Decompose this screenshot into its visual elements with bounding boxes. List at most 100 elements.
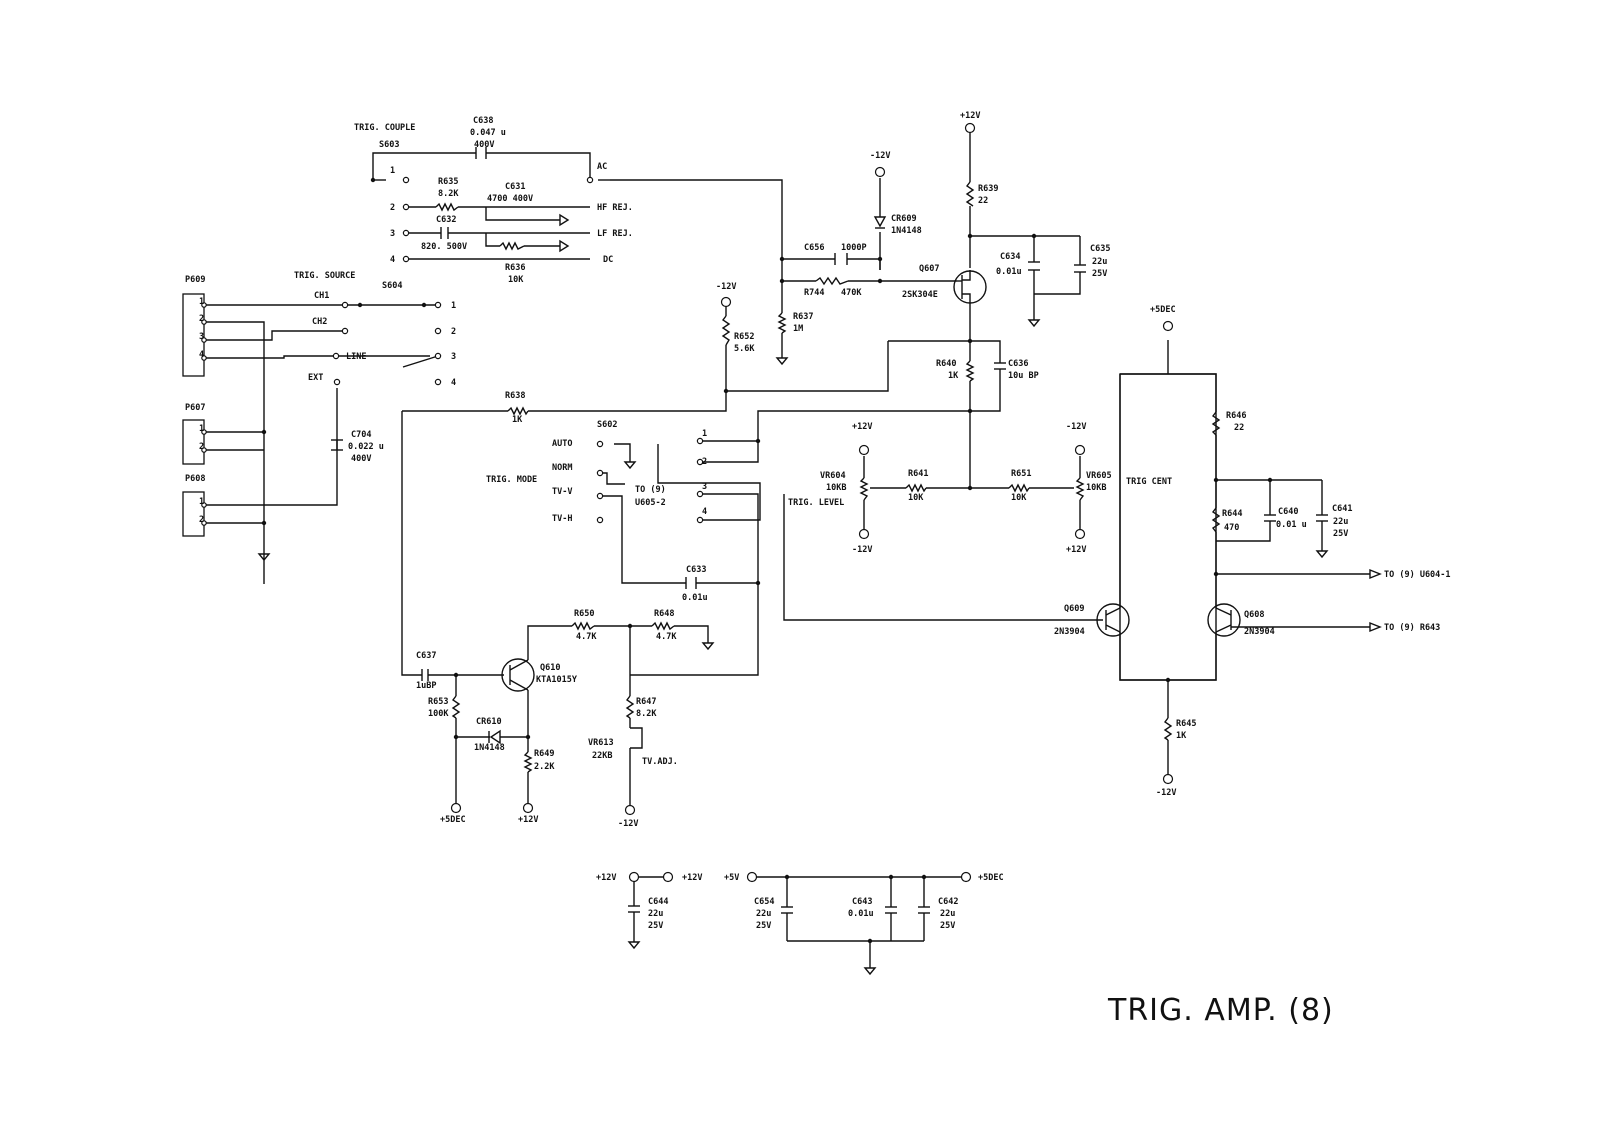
label-s604: S604 xyxy=(382,281,402,291)
label-r649: R649 xyxy=(534,749,554,759)
resistor-r637 xyxy=(777,312,787,334)
label-r646: R646 xyxy=(1226,411,1246,421)
label-r638-val: 1K xyxy=(512,415,523,425)
label-q610: Q610 xyxy=(540,663,560,673)
label-vr605-supply-top: -12V xyxy=(1066,422,1086,432)
label-r640-val: 1K xyxy=(948,371,959,381)
label-q607-val: 2SK304E xyxy=(902,290,938,300)
label-c640: C640 xyxy=(1278,507,1298,517)
label-to-r643: TO (9) R643 xyxy=(1384,623,1440,633)
label-r744-val: 470K xyxy=(841,288,862,298)
label-ch2: CH2 xyxy=(312,317,327,327)
p608-pin2: 2 xyxy=(199,515,204,525)
label-s604-pos1: 1 xyxy=(451,301,456,311)
resistor-r644 xyxy=(1211,507,1221,533)
label-r638: R638 xyxy=(505,391,525,401)
label-c656: C656 xyxy=(804,243,824,253)
label-c634-val: 0.01u xyxy=(996,267,1022,277)
label-q609: Q609 xyxy=(1064,604,1084,614)
label-c641: C641 xyxy=(1332,504,1352,514)
p609-pin3: 3 xyxy=(199,332,204,342)
label-p608: P608 xyxy=(185,474,205,484)
resistor-r653 xyxy=(451,695,461,719)
pot-vr613 xyxy=(630,727,643,749)
label-r644: R644 xyxy=(1222,509,1242,519)
labels: TRIG. COUPLE S603 C638 0.047 u 400V AC 1… xyxy=(185,111,1451,931)
label-c643-val: 0.01u xyxy=(848,909,874,919)
label-r648-val: 4.7K xyxy=(656,632,677,642)
label-r646-val: 22 xyxy=(1234,423,1244,433)
label-r652-val: 5.6K xyxy=(734,344,755,354)
label-r652: R652 xyxy=(734,332,754,342)
label-s603-pos1: 1 xyxy=(390,166,395,176)
label-vr605-supply-bottom: +12V xyxy=(1066,545,1086,555)
resistor-r648 xyxy=(651,621,675,631)
transistor-q610 xyxy=(501,658,535,692)
label-cr609-supply: -12V xyxy=(870,151,890,161)
label-q608-val: 2N3904 xyxy=(1244,627,1275,637)
label-r637-val: 1M xyxy=(793,324,803,334)
label-trig-mode: TRIG. MODE xyxy=(486,475,537,485)
label-r644-val: 470 xyxy=(1224,523,1239,533)
label-c642-val: 22u xyxy=(940,909,955,919)
label-trig-level: TRIG. LEVEL xyxy=(788,498,844,508)
resistor-r652 xyxy=(721,315,731,346)
resistor-r645 xyxy=(1163,717,1173,741)
connector-p607: 1 2 xyxy=(182,419,207,465)
label-r744: R744 xyxy=(804,288,824,298)
label-c642-v: 25V xyxy=(940,921,955,931)
label-dc: DC xyxy=(603,255,613,265)
label-r649-val: 2.2K xyxy=(534,762,555,772)
resistor-r641 xyxy=(905,483,927,493)
label-r648: R648 xyxy=(654,609,674,619)
label-trig-source: TRIG. SOURCE xyxy=(294,271,355,281)
page-title: TRIG. AMP. (8) xyxy=(1107,993,1334,1028)
label-s603-pos2: 2 xyxy=(390,203,395,213)
label-q607: Q607 xyxy=(919,264,939,274)
label-p607: P607 xyxy=(185,403,205,413)
label-s602: S602 xyxy=(597,420,617,430)
label-c635-val: 22u xyxy=(1092,257,1107,267)
resistor-r635 xyxy=(435,202,459,212)
label-c638: C638 xyxy=(473,116,493,126)
label-tvh: TV-H xyxy=(552,514,572,524)
label-c633: C633 xyxy=(686,565,706,575)
label-s602-pos1: 1 xyxy=(702,429,707,439)
label-r639: R639 xyxy=(978,184,998,194)
label-r641-val: 10K xyxy=(908,493,924,503)
label-r639-supply: +12V xyxy=(960,111,980,121)
label-p609: P609 xyxy=(185,275,205,285)
label-c704-val: 0.022 u xyxy=(348,442,384,452)
transistor-q609 xyxy=(1096,603,1130,637)
label-r653: R653 xyxy=(428,697,448,707)
label-q610-val: KTA1015Y xyxy=(536,675,578,685)
label-c656-val: 1000P xyxy=(841,243,867,253)
connector-p609: 1 2 3 4 xyxy=(182,293,207,377)
label-r650-val: 4.7K xyxy=(576,632,597,642)
label-ac: AC xyxy=(597,162,607,172)
resistor-r646 xyxy=(1211,411,1221,436)
label-c654: C654 xyxy=(754,897,774,907)
label-c632: C632 xyxy=(436,215,456,225)
label-s602-pos3: 3 xyxy=(702,482,707,492)
label-c642: C642 xyxy=(938,897,958,907)
label-s604-pos2: 2 xyxy=(451,327,456,337)
junction-dots xyxy=(261,177,1273,944)
p608-pin1: 1 xyxy=(199,497,204,507)
wiring xyxy=(204,123,1370,968)
capacitors xyxy=(331,147,1328,914)
label-c704: C704 xyxy=(351,430,371,440)
diode-cr609 xyxy=(873,216,887,228)
label-r636: R636 xyxy=(505,263,525,273)
label-r652-supply: -12V xyxy=(716,282,736,292)
label-c635-v: 25V xyxy=(1092,269,1107,279)
label-12v-in: +12V xyxy=(596,873,616,883)
label-hf-rej: HF REJ. xyxy=(597,203,633,213)
resistor-r651 xyxy=(1008,483,1030,493)
label-vr604-val: 10KB xyxy=(826,483,846,493)
label-vr613: VR613 xyxy=(588,738,614,748)
label-r635: R635 xyxy=(438,177,458,187)
label-c704-v: 400V xyxy=(351,454,371,464)
ground-symbols xyxy=(257,213,1382,976)
resistor-r650 xyxy=(571,621,595,631)
